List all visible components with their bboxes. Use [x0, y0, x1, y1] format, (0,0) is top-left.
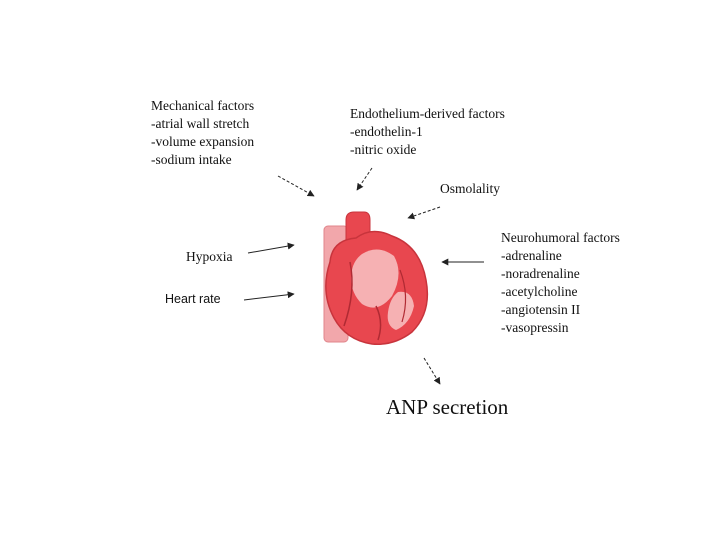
hypoxia-label: Hypoxia: [186, 248, 233, 266]
endothelium-factors-title: Endothelium-derived factors: [350, 105, 505, 123]
arrow-heart-rate: [244, 294, 294, 300]
neurohumoral-factor-item: -vasopressin: [501, 319, 620, 337]
neurohumoral-factor-item: -acetylcholine: [501, 283, 620, 301]
arrow-endothelium: [357, 168, 372, 190]
heart-rate-label: Heart rate: [165, 290, 221, 308]
mechanical-factor-item: -sodium intake: [151, 151, 254, 169]
arrow-osmolality: [408, 207, 440, 218]
neurohumoral-factors: Neurohumoral factors -adrenaline -noradr…: [501, 229, 620, 337]
neurohumoral-factor-item: -angiotensin II: [501, 301, 620, 319]
neurohumoral-factors-title: Neurohumoral factors: [501, 229, 620, 247]
osmolality-label: Osmolality: [440, 180, 500, 198]
mechanical-factor-item: -atrial wall stretch: [151, 115, 254, 133]
anp-secretion-label: ANP secretion: [386, 394, 508, 420]
heart-illustration: [324, 212, 427, 344]
mechanical-factors: Mechanical factors -atrial wall stretch …: [151, 97, 254, 169]
arrow-mechanical: [278, 176, 314, 196]
endothelium-factor-item: -endothelin-1: [350, 123, 505, 141]
neurohumoral-factor-item: -adrenaline: [501, 247, 620, 265]
endothelium-factor-item: -nitric oxide: [350, 141, 505, 159]
endothelium-factors: Endothelium-derived factors -endothelin-…: [350, 105, 505, 159]
arrow-anp-secretion: [424, 358, 440, 384]
mechanical-factor-item: -volume expansion: [151, 133, 254, 151]
arrow-hypoxia: [248, 245, 294, 253]
mechanical-factors-title: Mechanical factors: [151, 97, 254, 115]
neurohumoral-factor-item: -noradrenaline: [501, 265, 620, 283]
